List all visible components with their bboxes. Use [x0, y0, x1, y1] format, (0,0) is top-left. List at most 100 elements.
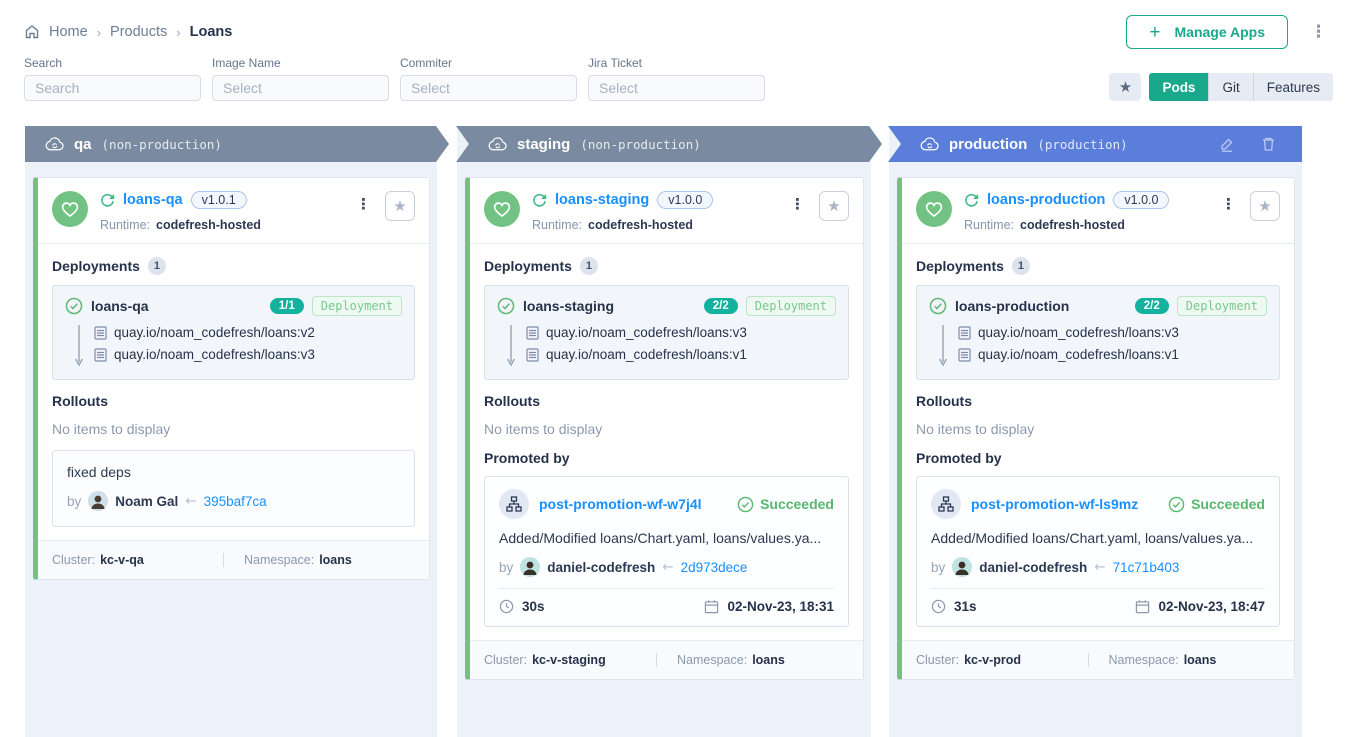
env-column-production: loans-production v1.0.0 Runtime: codefre… — [889, 126, 1302, 737]
view-toggle-git[interactable]: Git — [1208, 73, 1253, 101]
view-toggle-features[interactable]: Features — [1252, 73, 1333, 101]
app-name-link[interactable]: loans-qa — [123, 192, 183, 208]
workflow-status: Succeeded — [760, 496, 834, 512]
jira-ticket-label: Jira Ticket — [588, 56, 643, 70]
image-icon — [958, 347, 971, 362]
manage-apps-label: Manage Apps — [1174, 24, 1266, 40]
filter-bar: Search Image Name Commiter Jira Ticket ★… — [0, 50, 1357, 101]
arrow-left-icon: ← — [662, 559, 674, 575]
cluster-value: kc-v-prod — [964, 653, 1022, 667]
workflow-date: 02-Nov-23, 18:47 — [1158, 599, 1265, 614]
commiter-select[interactable] — [400, 75, 577, 101]
rollouts-heading: Rollouts — [916, 393, 972, 409]
app-star-button[interactable]: ★ — [819, 191, 849, 221]
health-heart-icon — [484, 191, 520, 227]
env-header-qa[interactable]: qa (non-production) — [25, 126, 449, 162]
commit-card[interactable]: fixed deps by Noam Gal ← 395baf7ca — [52, 450, 415, 527]
commit-author: daniel-codefresh — [979, 559, 1088, 575]
cluster-value: kc-v-qa — [100, 553, 144, 567]
runtime-label: Runtime: — [964, 218, 1015, 232]
env-cloud-icon — [45, 137, 64, 152]
filter-commiter: Commiter — [400, 56, 577, 101]
deployment-item[interactable]: loans-staging 2/2 Deployment — [484, 285, 849, 380]
env-cloud-icon — [488, 137, 507, 152]
replica-count-pill: 2/2 — [1134, 298, 1169, 314]
namespace-value: loans — [1183, 653, 1217, 667]
promotion-commit-message: Added/Modified loans/Chart.yaml, loans/v… — [499, 530, 822, 546]
deployments-heading: Deployments — [916, 258, 1004, 274]
rollout-arrow-icon — [73, 325, 85, 367]
env-header-production[interactable]: production (production) — [888, 126, 1302, 162]
sync-icon — [964, 193, 979, 208]
calendar-icon — [704, 599, 719, 614]
app-version-badge: v1.0.0 — [1113, 191, 1170, 209]
app-kebab-menu[interactable]: ⋮ — [356, 195, 371, 213]
rollout-arrow-icon — [937, 325, 949, 367]
image-icon — [526, 325, 539, 340]
app-name-link[interactable]: loans-production — [987, 192, 1106, 208]
view-toggle-pods[interactable]: Pods — [1149, 73, 1209, 101]
app-star-button[interactable]: ★ — [1250, 191, 1280, 221]
commit-hash-link[interactable]: 2d973dece — [680, 559, 748, 575]
delete-env-icon[interactable] — [1261, 136, 1276, 152]
breadcrumb-home[interactable]: Home — [49, 24, 88, 40]
filter-jira-ticket: Jira Ticket — [588, 56, 765, 101]
app-name-link[interactable]: loans-staging — [555, 192, 650, 208]
namespace-label: Namespace: — [677, 653, 748, 667]
image-name-label: Image Name — [212, 56, 281, 70]
runtime-label: Runtime: — [532, 218, 583, 232]
filter-search: Search — [24, 56, 201, 101]
healthy-check-icon — [497, 297, 515, 315]
workflow-duration: 31s — [954, 599, 977, 614]
app-kebab-menu[interactable]: ⋮ — [1221, 195, 1236, 213]
env-name: staging — [517, 135, 571, 153]
image-name: quay.io/noam_codefresh/loans:v2 — [114, 325, 315, 340]
app-kebab-menu[interactable]: ⋮ — [790, 195, 805, 213]
deployment-item[interactable]: loans-qa 1/1 Deployment — [52, 285, 415, 380]
image-icon — [526, 347, 539, 362]
commit-hash-link[interactable]: 71c71b403 — [1112, 559, 1180, 575]
jira-ticket-select[interactable] — [588, 75, 765, 101]
page-kebab-menu[interactable]: ⋮ — [1310, 22, 1327, 42]
author-avatar — [88, 491, 109, 511]
image-icon — [94, 325, 107, 340]
favorites-star-toggle[interactable]: ★ — [1109, 73, 1142, 101]
sync-icon — [100, 193, 115, 208]
namespace-value: loans — [752, 653, 785, 667]
calendar-icon — [1135, 599, 1150, 614]
image-icon — [958, 325, 971, 340]
cluster-value: kc-v-staging — [532, 653, 606, 667]
env-type: (production) — [1037, 136, 1128, 152]
env-header-staging[interactable]: staging (non-production) — [456, 126, 882, 162]
commiter-label: Commiter — [400, 56, 453, 70]
replica-count-pill: 2/2 — [703, 298, 738, 314]
commit-hash-link[interactable]: 395baf7ca — [203, 493, 267, 509]
app-card-loans-staging: loans-staging v1.0.0 Runtime: codefresh-… — [465, 177, 864, 680]
plus-icon: + — [1149, 21, 1161, 43]
search-input[interactable] — [24, 75, 201, 101]
env-type: (non-production) — [580, 136, 701, 152]
deployment-kind-tag: Deployment — [311, 296, 402, 316]
deployment-item[interactable]: loans-production 2/2 Deployment — [916, 285, 1280, 380]
env-type: (non-production) — [101, 136, 222, 152]
rollouts-empty-text: No items to display — [484, 421, 603, 437]
manage-apps-button[interactable]: + Manage Apps — [1126, 15, 1288, 49]
promotion-workflow-card[interactable]: post-promotion-wf-w7j4l Succeeded Added/… — [484, 476, 849, 627]
workflow-name-link[interactable]: post-promotion-wf-w7j4l — [539, 496, 702, 512]
image-name-select[interactable] — [212, 75, 389, 101]
workflow-name-link[interactable]: post-promotion-wf-ls9mz — [971, 496, 1139, 512]
arrow-left-icon: ← — [1094, 559, 1106, 575]
app-star-button[interactable]: ★ — [385, 191, 415, 221]
clock-icon — [931, 599, 946, 614]
top-bar: Home › Products › Loans + Manage Apps ⋮ — [0, 0, 1357, 50]
edit-env-icon[interactable] — [1219, 136, 1235, 152]
promotion-workflow-card[interactable]: post-promotion-wf-ls9mz Succeeded Added/… — [916, 476, 1280, 627]
app-card-loans-production: loans-production v1.0.0 Runtime: codefre… — [897, 177, 1295, 680]
breadcrumb-products[interactable]: Products — [110, 24, 168, 40]
runtime-label: Runtime: — [100, 218, 151, 232]
health-heart-icon — [916, 191, 952, 227]
rollout-arrow-icon — [505, 325, 517, 367]
health-heart-icon — [52, 191, 88, 227]
promoted-by-heading: Promoted by — [484, 450, 570, 466]
succeeded-check-icon — [1168, 496, 1185, 513]
